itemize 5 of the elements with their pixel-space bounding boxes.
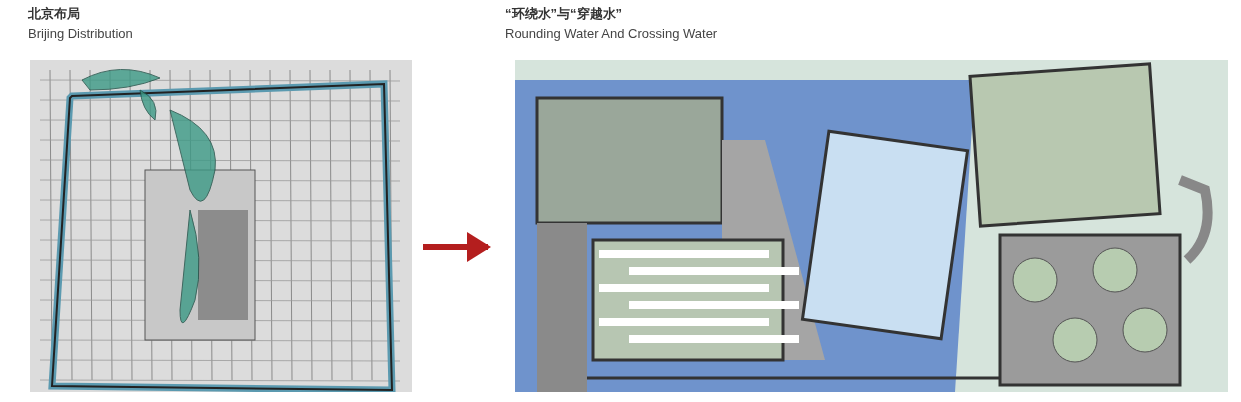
panel-title: 北京布局: [28, 6, 80, 23]
panel-subtitle: Brijing Distribution: [28, 26, 133, 43]
panel-subtitle: Rounding Water And Crossing Water: [505, 26, 718, 43]
panel-title: “环绕水”与“穿越水”: [505, 6, 622, 23]
arrow: [423, 232, 491, 262]
